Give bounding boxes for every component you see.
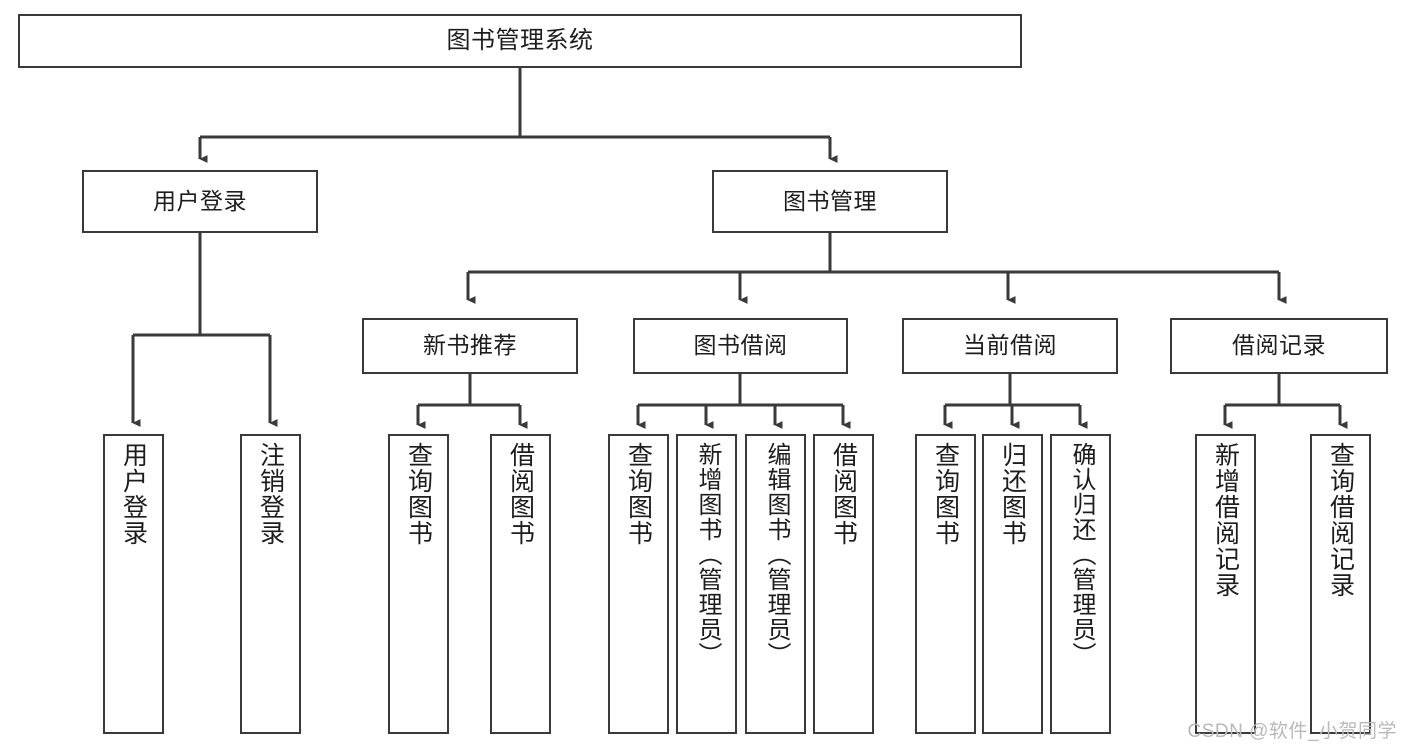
node-user-login[interactable]: 用户登录 [82,170,318,233]
node-leaf-return-book[interactable]: 归还图书 [982,434,1043,734]
node-label: 查询借阅记录 [1326,442,1355,598]
node-label: 图书管理系统 [446,26,594,54]
csdn-watermark: CSDN @软件_小贺同学 [1187,721,1397,742]
node-root-book-management-system[interactable]: 图书管理系统 [18,14,1022,68]
node-current-borrowing[interactable]: 当前借阅 [902,318,1118,374]
node-label: 当前借阅 [963,332,1057,359]
node-label: 用户登录 [153,187,247,214]
node-label: 图书管理 [783,187,877,214]
node-book-management[interactable]: 图书管理 [712,170,948,233]
node-label: 用户登录 [119,442,148,546]
node-leaf-borrow-book-2[interactable]: 借阅图书 [813,434,874,734]
node-leaf-edit-book[interactable]: 编辑图书（管理员） [745,434,806,734]
node-leaf-user-login[interactable]: 用户登录 [103,434,164,734]
node-leaf-query-book-1[interactable]: 查询图书 [388,434,449,734]
node-new-book-recommendation[interactable]: 新书推荐 [362,318,578,374]
node-leaf-confirm-return[interactable]: 确认归还（管理员） [1050,434,1111,734]
node-leaf-query-book-2[interactable]: 查询图书 [608,434,669,734]
node-leaf-borrow-book-1[interactable]: 借阅图书 [490,434,551,734]
node-leaf-logout[interactable]: 注销登录 [240,434,301,734]
node-label: 新增图书（管理员） [693,442,721,667]
node-label: 新增借阅记录 [1211,442,1240,598]
node-borrow-record[interactable]: 借阅记录 [1170,318,1388,374]
node-label: 确认归还（管理员） [1067,442,1095,667]
node-label: 编辑图书（管理员） [762,442,790,667]
node-label: 借阅记录 [1232,332,1326,359]
node-label: 查询图书 [404,442,433,546]
node-label: 归还图书 [998,442,1027,546]
node-leaf-add-book[interactable]: 新增图书（管理员） [676,434,737,734]
node-book-borrowing[interactable]: 图书借阅 [633,318,848,374]
node-label: 借阅图书 [829,442,858,546]
node-label: 图书借阅 [693,332,788,359]
node-label: 查询图书 [624,442,653,546]
node-label: 新书推荐 [423,332,517,359]
node-label: 注销登录 [256,442,285,546]
node-leaf-query-book-3[interactable]: 查询图书 [915,434,976,734]
node-leaf-query-record[interactable]: 查询借阅记录 [1310,434,1371,734]
node-label: 借阅图书 [506,442,535,546]
node-leaf-add-record[interactable]: 新增借阅记录 [1195,434,1256,734]
node-label: 查询图书 [931,442,960,546]
